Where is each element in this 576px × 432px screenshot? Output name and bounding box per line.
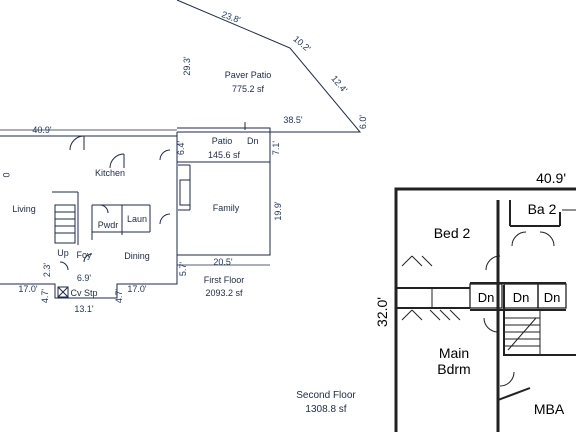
first-floor-plan <box>0 0 362 299</box>
patio-right-dim: 7.1' <box>271 141 281 156</box>
patio-area: 145.6 sf <box>208 150 241 160</box>
room-family: Family <box>213 203 240 213</box>
room-bed2: Bed 2 <box>434 225 471 241</box>
stoop-right-dim: 4.7' <box>114 289 124 304</box>
room-kitchen: Kitchen <box>95 168 125 178</box>
second-floor-title: Second Floor <box>296 390 356 401</box>
stairs-up-label: Up <box>57 248 69 258</box>
second-floor-plan <box>394 187 576 432</box>
room-main-bdrm-line1: Main <box>439 345 469 361</box>
family-bottom-dim: 20.5' <box>213 257 233 267</box>
first-floor-title: First Floor <box>204 275 245 285</box>
first-floor-left-cut: 0 <box>1 172 11 177</box>
room-living: Living <box>12 204 36 214</box>
room-mba: MBA <box>534 401 565 417</box>
family-left-dim: 5.7' <box>178 262 188 277</box>
paver-dim-diag1: 10.2' <box>291 34 312 54</box>
second-floor-area: 1308.8 sf <box>305 404 346 415</box>
paver-patio-outline <box>176 0 362 133</box>
patio-name: Patio <box>212 136 233 146</box>
room-laundry: Laun <box>127 214 147 224</box>
first-floor-width-dim: 40.9' <box>32 125 52 135</box>
first-floor-outline <box>0 135 271 299</box>
front-left-dim: 17.0' <box>18 284 38 294</box>
patio-left-dim: 6.4' <box>176 141 186 156</box>
family-right-dim: 19.9' <box>273 201 283 221</box>
room-main-bdrm-line2: Bdrm <box>437 361 470 377</box>
second-floor-width-dim: 40.9' <box>536 170 566 186</box>
stoop-left-dim: 4.7' <box>40 289 50 304</box>
stair-dn-label-2: Dn <box>513 290 530 305</box>
stair-dn-label-1: Dn <box>478 290 495 305</box>
first-floor-area: 2093.2 sf <box>205 288 243 298</box>
stair-dn-label-3: Dn <box>544 290 561 305</box>
paver-dim-bottom: 38.5' <box>283 115 303 125</box>
foyer-dim: 6.9' <box>77 273 92 283</box>
paver-dim-left: 29.3' <box>182 56 192 76</box>
front-right-dim: 17.0' <box>127 284 147 294</box>
paver-patio-area: 775.2 sf <box>232 84 265 94</box>
stoop-bottom-dim: 13.1' <box>74 304 94 314</box>
second-floor-height-dim: 32.0' <box>374 297 390 327</box>
room-dining: Dining <box>124 251 150 261</box>
covered-stoop-label: Cv Stp <box>70 288 97 298</box>
paver-patio-name: Paver Patio <box>225 70 272 80</box>
room-ba2: Ba 2 <box>528 201 557 217</box>
second-floor-outline <box>394 187 576 432</box>
room-powder: Pwdr <box>98 220 119 230</box>
patio-door-label: Dn <box>247 136 259 146</box>
paver-dim-right: 6.0' <box>358 115 368 130</box>
front-left-small-dim: 2.3' <box>42 263 52 278</box>
paver-dim-diag2: 12.4' <box>329 73 349 94</box>
room-foyer: Foy <box>76 250 92 260</box>
